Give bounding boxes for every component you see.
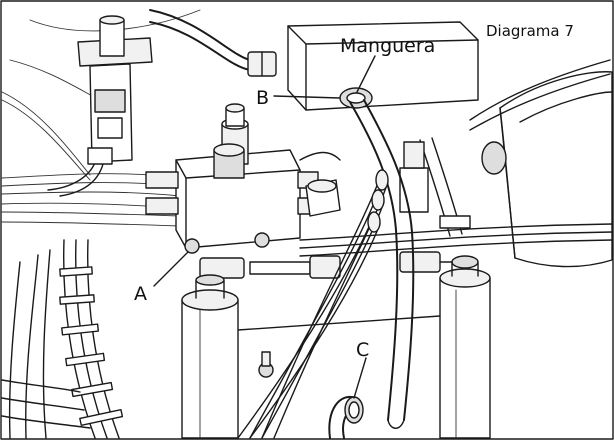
hose-label: Manguera: [340, 35, 435, 57]
lower-fitting-row: [199, 251, 471, 279]
base-plate: [237, 315, 441, 378]
elbow-fitting: [299, 151, 341, 217]
right-cylinder: [439, 255, 491, 439]
callout-c: C: [356, 339, 369, 361]
left-cylinder: [181, 274, 239, 439]
callout-leaders: [153, 55, 376, 399]
middle-harness: [299, 137, 613, 257]
solenoid-bracket: [47, 15, 153, 197]
callout-a: A: [134, 283, 147, 305]
callout-b: B: [256, 87, 269, 109]
tube-bundle: [237, 169, 389, 439]
right-housing: [469, 59, 613, 268]
hose-end-c: [328, 395, 364, 439]
valve-block-b: [287, 21, 479, 111]
manifold-block-a: [145, 103, 319, 254]
top-air-line: [149, 9, 277, 77]
main-hose: [349, 99, 415, 429]
figure-title: Diagrama 7: [486, 22, 574, 40]
lower-left-cable-bundle: [1, 239, 124, 439]
